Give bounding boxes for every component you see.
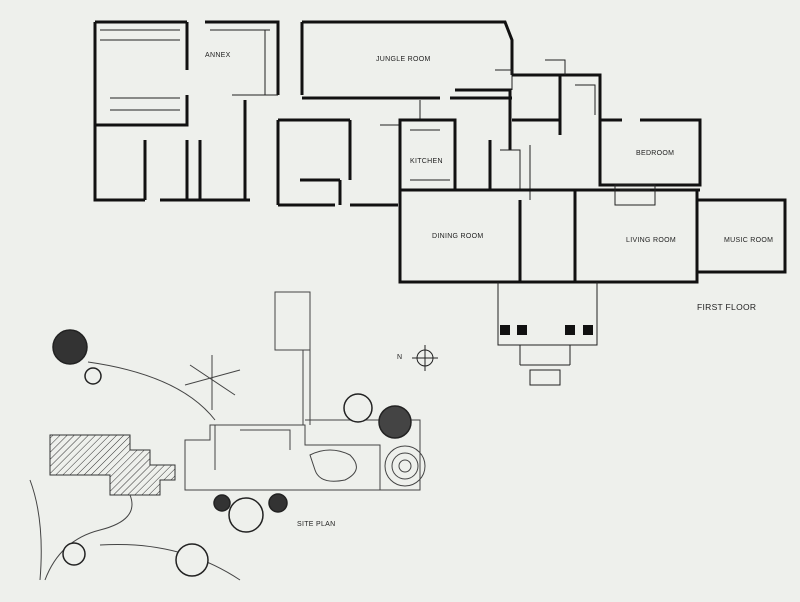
first-floor-walls	[93, 20, 787, 386]
north-label: N	[397, 354, 403, 361]
north-compass-icon	[412, 345, 438, 371]
caption-site-plan: SITE PLAN	[297, 521, 336, 528]
site-plan	[29, 291, 426, 581]
room-label-living-room: LIVING ROOM	[626, 237, 676, 244]
room-label-annex: ANNEX	[205, 52, 231, 59]
room-label-music-room: MUSIC ROOM	[724, 237, 774, 244]
porch-columns	[500, 325, 593, 335]
caption-first-floor: FIRST FLOOR	[697, 302, 757, 312]
room-label-dining-room: DINING ROOM	[432, 233, 484, 240]
room-label-jungle-room: JUNGLE ROOM	[376, 56, 431, 63]
trees	[52, 329, 412, 577]
room-label-bedroom: BEDROOM	[636, 150, 675, 157]
room-label-kitchen: KITCHEN	[410, 158, 443, 165]
